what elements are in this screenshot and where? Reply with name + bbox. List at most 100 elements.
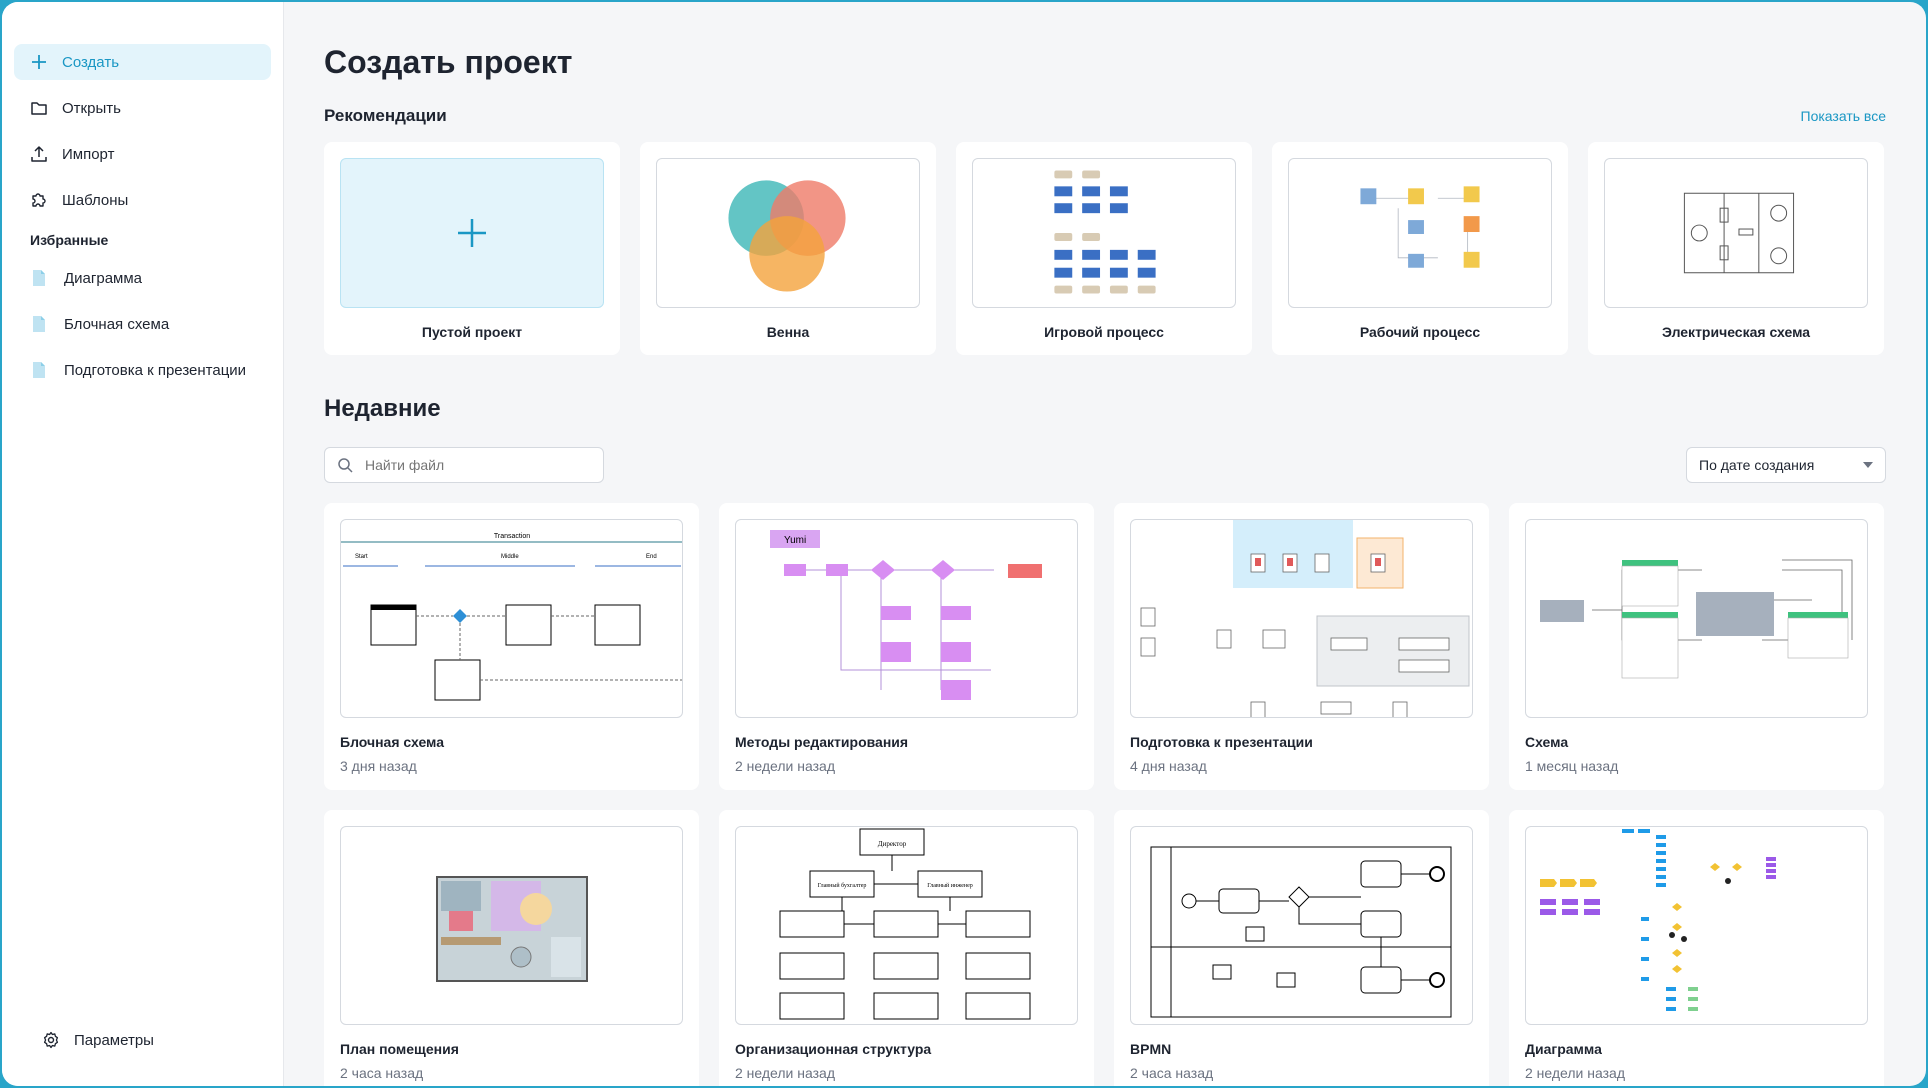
template-label: Рабочий процесс: [1359, 324, 1481, 340]
puzzle-icon: [32, 193, 46, 207]
recent-file-card[interactable]: Диаграмма 2 недели назад: [1509, 810, 1884, 1086]
sidebar: Создать Открыть Импорт Шаблоны Избранные…: [2, 2, 284, 1086]
presentation-prep-preview: [1140, 520, 1470, 717]
recent-title: Недавние: [324, 395, 441, 422]
template-card-circuit[interactable]: Электрическая схема: [1588, 142, 1884, 355]
template-label: Пустой проект: [421, 324, 523, 340]
sidebar-item-import[interactable]: Импорт: [14, 136, 271, 172]
recent-file-card[interactable]: BPMN 2 часа назад: [1114, 810, 1489, 1086]
sidebar-item-label: Создать: [62, 53, 120, 71]
settings-button[interactable]: Параметры: [26, 1022, 284, 1058]
recent-file-card[interactable]: Директор Главный бухгалтер Главный инжен…: [719, 810, 1094, 1086]
file-thumbnail: Yumi: [735, 519, 1078, 718]
template-thumbnail: [1604, 158, 1868, 308]
template-thumbnail: [656, 158, 920, 308]
thumb-label: Главный бухгалтер: [818, 882, 867, 889]
file-thumbnail: [1130, 826, 1473, 1025]
folder-icon: [31, 102, 47, 115]
sidebar-item-create[interactable]: Создать: [14, 44, 271, 80]
gameplay-preview: [1054, 170, 1156, 294]
search-box[interactable]: [324, 447, 604, 483]
template-thumbnail: [340, 158, 604, 308]
recent-file-card[interactable]: Transaction Start Middle End: [324, 503, 699, 790]
sidebar-item-label: Импорт: [62, 145, 115, 163]
file-date: 2 часа назад: [340, 1065, 424, 1081]
schema-preview: [1540, 559, 1853, 679]
favorite-label: Диаграмма: [64, 269, 143, 287]
template-card-workflow[interactable]: Рабочий процесс: [1272, 142, 1568, 355]
template-card-blank[interactable]: Пустой проект: [324, 142, 620, 355]
flowchart-preview: Transaction Start Middle End: [341, 533, 682, 701]
sidebar-item-open[interactable]: Открыть: [14, 90, 271, 126]
sidebar-item-label: Открыть: [62, 99, 121, 117]
chevron-down-icon: [1863, 462, 1873, 468]
template-label: Электрическая схема: [1661, 324, 1811, 340]
file-thumbnail: [340, 826, 683, 1025]
recent-file-card[interactable]: План помещения 2 часа назад: [324, 810, 699, 1086]
circuit-preview: [1683, 192, 1795, 274]
file-date: 2 недели назад: [1525, 1065, 1625, 1081]
file-date: 2 недели назад: [735, 1065, 835, 1081]
sidebar-item-templates[interactable]: Шаблоны: [14, 182, 271, 218]
template-thumbnail: [1288, 158, 1552, 308]
workflow-preview: [1360, 186, 1480, 268]
file-date: 2 недели назад: [735, 758, 835, 774]
thumb-title: Transaction: [494, 533, 530, 540]
thumb-label: Главный инженер: [927, 882, 973, 889]
file-date: 3 дня назад: [340, 758, 417, 774]
recent-file-card[interactable]: Подготовка к презентации 4 дня назад: [1114, 503, 1489, 790]
upload-icon: [31, 146, 47, 162]
template-label: Игровой процесс: [1044, 324, 1164, 340]
file-name: Блочная схема: [340, 734, 445, 750]
file-name: План помещения: [340, 1041, 459, 1057]
favorites-heading: Избранные: [30, 232, 109, 248]
file-thumbnail: [1130, 519, 1473, 718]
favorite-item[interactable]: Диаграмма: [14, 260, 271, 296]
file-name: Диаграмма: [1525, 1041, 1602, 1057]
file-name: Методы редактирования: [735, 734, 909, 750]
file-name: Организационная структура: [735, 1041, 932, 1057]
search-input[interactable]: [365, 457, 565, 473]
sort-label: По дате создания: [1699, 457, 1815, 473]
recommendations-header: Рекомендации Показать все: [324, 104, 1886, 128]
favorite-item[interactable]: Блочная схема: [14, 306, 271, 342]
favorite-label: Подготовка к презентации: [64, 361, 247, 379]
sort-dropdown[interactable]: По дате создания: [1686, 447, 1886, 483]
file-thumbnail: [1525, 519, 1868, 718]
recent-filters: По дате создания: [324, 447, 1886, 483]
search-icon: [338, 458, 353, 473]
diagram-preview: [1540, 829, 1776, 1011]
thumb-label: Middle: [501, 554, 519, 560]
file-name: Подготовка к презентации: [1130, 734, 1313, 750]
floor-plan-preview: [436, 876, 588, 982]
recent-file-card[interactable]: Yumi Методы редактирования: [719, 503, 1094, 790]
template-thumbnail: [972, 158, 1236, 308]
file-date: 1 месяц назад: [1525, 758, 1619, 774]
favorite-label: Блочная схема: [64, 315, 170, 333]
file-icon: [33, 362, 45, 378]
org-chart-preview: Директор Главный бухгалтер Главный инжен…: [779, 828, 1031, 1020]
favorite-item[interactable]: Подготовка к презентации: [14, 352, 271, 388]
file-thumbnail: [1525, 826, 1868, 1025]
plus-icon: [458, 219, 486, 247]
template-card-gameplay[interactable]: Игровой процесс: [956, 142, 1252, 355]
file-icon: [33, 270, 45, 286]
gear-icon: [43, 1031, 59, 1049]
file-name: BPMN: [1130, 1041, 1172, 1057]
recommendations-title: Рекомендации: [324, 106, 447, 125]
thumb-label: Директор: [878, 840, 907, 848]
thumb-label: Yumi: [784, 535, 806, 546]
show-all-link[interactable]: Показать все: [1800, 108, 1886, 124]
methods-preview: Yumi: [770, 530, 1042, 700]
thumb-label: Start: [355, 554, 368, 560]
sidebar-item-label: Шаблоны: [62, 191, 129, 209]
template-label: Венна: [766, 324, 810, 340]
settings-label: Параметры: [74, 1031, 154, 1049]
thumb-label: End: [646, 554, 657, 560]
template-card-venn[interactable]: Венна: [640, 142, 936, 355]
file-thumbnail: Transaction Start Middle End: [340, 519, 683, 718]
file-icon: [33, 316, 45, 332]
main-content: Создать проект Рекомендации Показать все…: [284, 2, 1926, 1086]
recent-file-card[interactable]: Схема 1 месяц назад: [1509, 503, 1884, 790]
